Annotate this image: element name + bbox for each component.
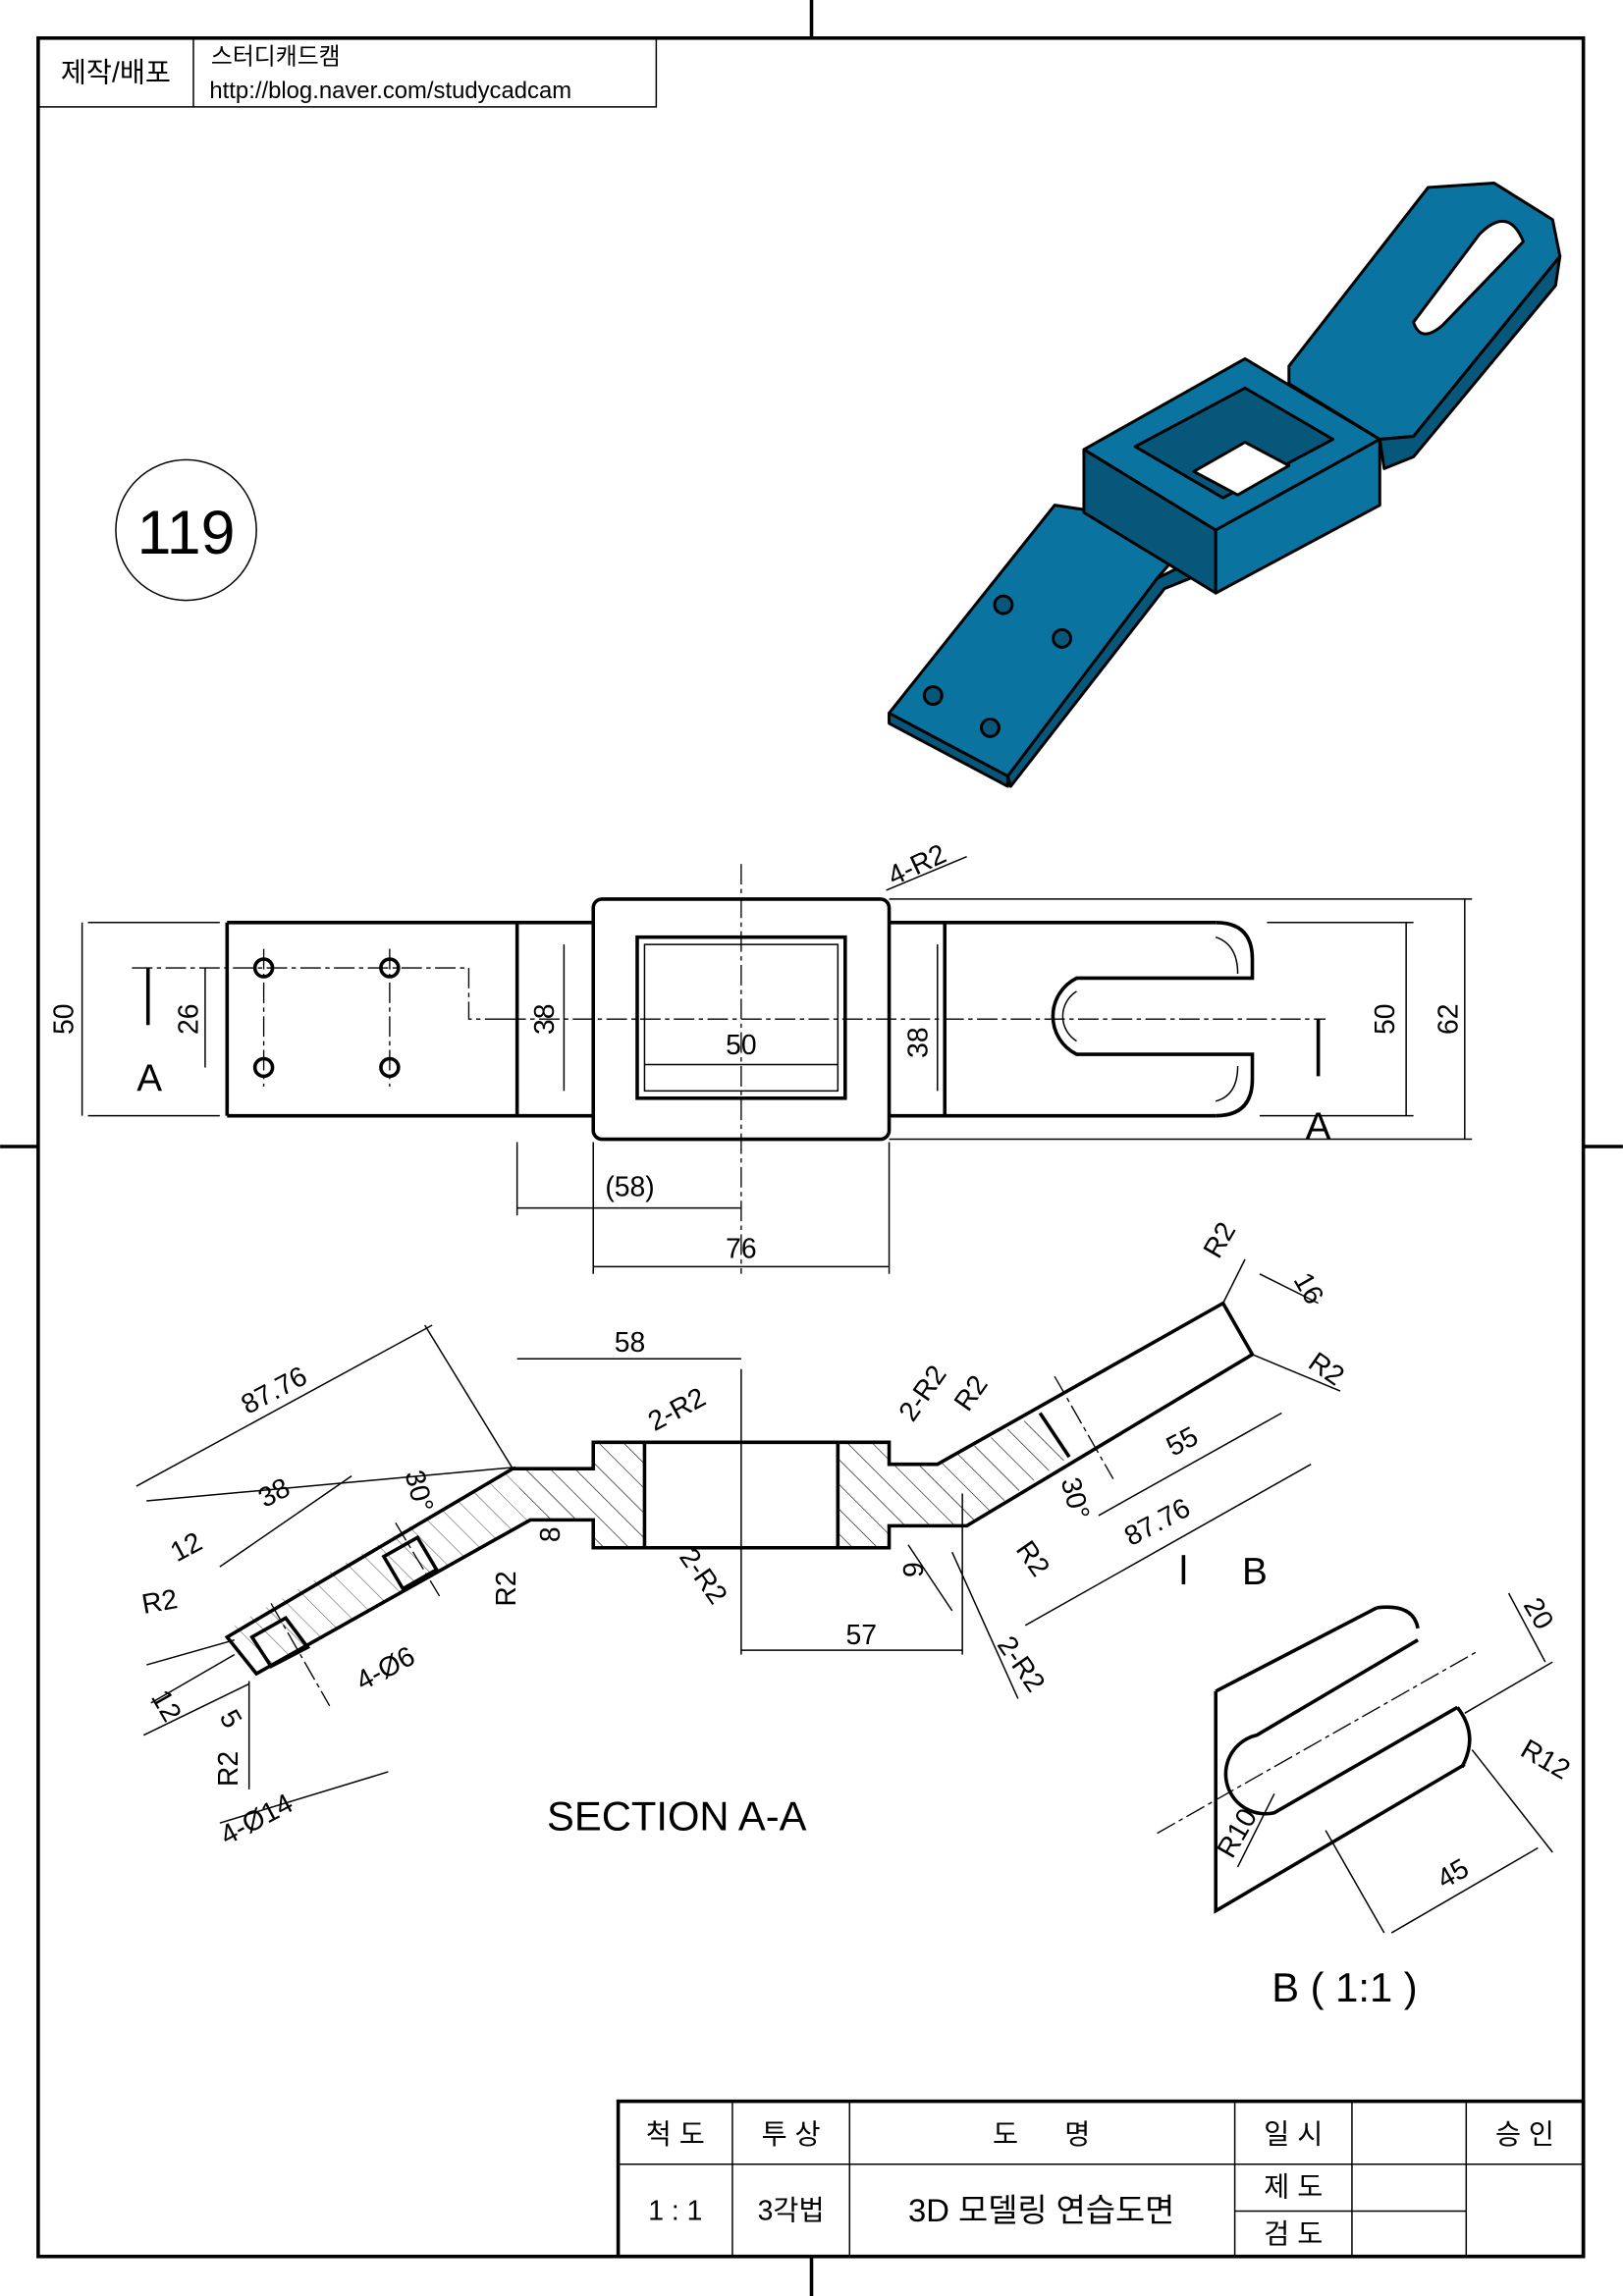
top-view: A A 50 26 38 50 38 50 62 (58) 76 4-R2	[49, 838, 1473, 1274]
title-block: 척 도 투 상 도 명 일 시 승 인 1 : 1 3각법 3D 모델링 연습도…	[616, 2099, 1586, 2259]
dim-label: 4-Ø14	[215, 1788, 298, 1851]
dim-label: 4-Ø6	[351, 1640, 420, 1697]
dim-label: 9	[898, 1562, 930, 1577]
dim-76: 76	[726, 1233, 757, 1264]
drawing-name: 3D 모델링 연습도면	[908, 2192, 1174, 2228]
dim-label: 38	[253, 1472, 296, 1515]
dim-label: 30°	[1055, 1474, 1096, 1523]
dim-62: 62	[1433, 1003, 1464, 1035]
drawing-number-badge: 119	[115, 458, 257, 602]
dim-label: 2-R2	[673, 1543, 732, 1611]
section-label-right: A	[1306, 1106, 1331, 1148]
section-dimensions: 87.76 38 12 30° 58 2-R2 8 R2 2-R2 57 R2 …	[139, 1217, 1350, 1852]
dim-label: R2	[213, 1751, 244, 1787]
section-title: SECTION A-A	[547, 1793, 807, 1840]
drafted-label: 제 도	[1264, 2172, 1323, 2204]
dim-50-right: 50	[1370, 1003, 1401, 1035]
dim-label: 8	[535, 1526, 567, 1542]
dim-4-r2: 4-R2	[883, 838, 950, 892]
section-view: SECTION A-A B 87.76 38 12 30° 58 2-R2 8 …	[135, 1217, 1350, 1852]
dim-label: 2-R2	[893, 1360, 952, 1427]
scale-label: 척 도	[646, 2119, 705, 2151]
dim-label: 16	[1287, 1267, 1329, 1309]
projection-label: 투 상	[762, 2119, 821, 2151]
header-label: 제작/배포	[61, 58, 171, 89]
scale-value: 1 : 1	[648, 2195, 702, 2226]
detail-view-b: 20 R12 R10 45 B ( 1:1 )	[1157, 1592, 1575, 2010]
dim-label: 87.76	[1119, 1492, 1196, 1553]
dim-50-left: 50	[49, 1003, 81, 1035]
dim-label: 2-R2	[643, 1381, 711, 1437]
dim-label: 58	[615, 1327, 646, 1359]
isometric-model	[888, 181, 1562, 788]
detail-title: B ( 1:1 )	[1271, 1964, 1418, 2010]
dim-20: 20	[1517, 1592, 1559, 1634]
checked-label: 검 도	[1264, 2218, 1323, 2250]
dim-label: R2	[1197, 1217, 1242, 1263]
dim-26: 26	[173, 1003, 204, 1035]
dim-label: R2	[139, 1583, 180, 1621]
dim-label: R2	[491, 1571, 522, 1606]
dim-38-left: 38	[529, 1003, 561, 1035]
header-author: 스터디캐드캠	[211, 44, 341, 71]
dim-50-inner: 50	[726, 1030, 757, 1061]
projection-value: 3각법	[758, 2195, 825, 2226]
dim-38-right: 38	[902, 1027, 934, 1058]
approval-label: 승 인	[1495, 2119, 1554, 2151]
dim-label: R2	[1009, 1535, 1055, 1582]
date-label: 일 시	[1264, 2119, 1323, 2151]
dim-label: 2-R2	[991, 1630, 1051, 1698]
header-url[interactable]: http://blog.naver.com/studycadcam	[209, 78, 571, 104]
dim-label: R2	[948, 1369, 995, 1416]
dim-label: 12	[144, 1684, 187, 1727]
dim-label: 55	[1162, 1420, 1204, 1463]
author-header: 제작/배포 스터디캐드캠 http://blog.naver.com/study…	[37, 37, 658, 108]
name-label: 도 명	[993, 2119, 1090, 2151]
dim-label: 5	[213, 1704, 248, 1734]
dim-r12: R12	[1515, 1734, 1575, 1787]
view-arrow-label: B	[1242, 1551, 1268, 1593]
dim-label: 12	[165, 1526, 207, 1569]
dim-label: R2	[1303, 1346, 1350, 1392]
drawing-number: 119	[137, 499, 236, 567]
section-label-left: A	[136, 1057, 162, 1099]
dim-58-ref: (58)	[605, 1172, 654, 1203]
dim-label: 57	[845, 1620, 877, 1651]
